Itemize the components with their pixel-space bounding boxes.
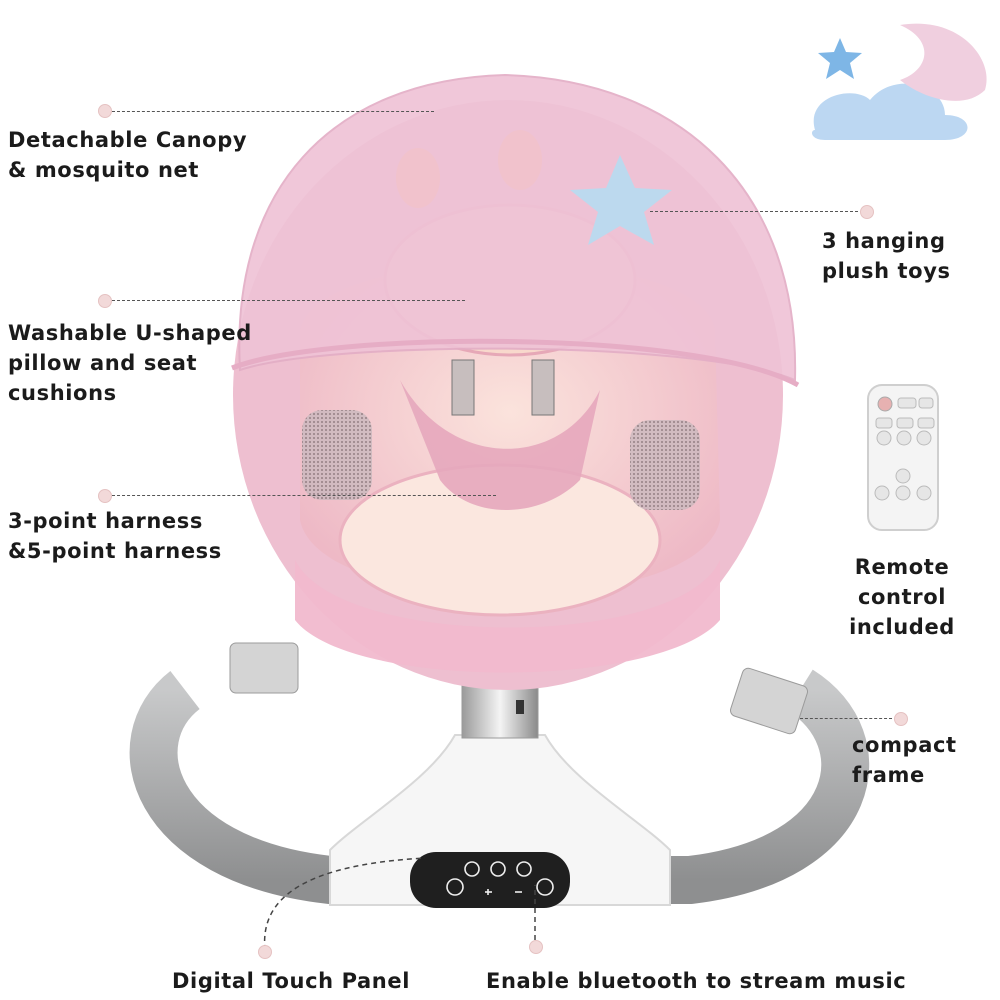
bluetooth-label: Enable bluetooth to stream music	[486, 966, 906, 996]
frame-end-cap-right	[729, 667, 809, 735]
toys-label-line-1: 3 hanging	[822, 229, 946, 253]
harness	[400, 380, 600, 510]
panel-label: Digital Touch Panel	[172, 966, 410, 996]
pillow-label-line-2: pillow and seat	[8, 351, 198, 375]
panel-connector	[263, 857, 426, 951]
toys-label: 3 hanging plush toys	[822, 226, 951, 286]
harness-label-line-1: 3-point harness	[8, 509, 203, 533]
canopy	[238, 73, 797, 382]
canopy-callout-line	[112, 111, 434, 112]
canopy-label-line-2: & mosquito net	[8, 158, 200, 182]
remote-label-line-2: included	[849, 615, 955, 639]
frame-end-cap-left	[229, 642, 299, 694]
pillow-label-line-3: cushions	[8, 381, 117, 405]
remote-control	[867, 384, 939, 531]
pillow-callout-line	[112, 300, 465, 301]
harness-label: 3-point harness &5-point harness	[8, 506, 222, 566]
toys-label-line-2: plush toys	[822, 259, 951, 283]
toys-callout-dot	[860, 205, 874, 219]
remote-label-line-1: Remote control	[854, 555, 950, 609]
toys-callout-line	[650, 211, 858, 212]
remote-label: Remote control included	[810, 552, 994, 642]
bluetooth-label-line-1: Enable bluetooth to stream music	[486, 969, 907, 993]
harness-label-line-2: &5-point harness	[8, 539, 222, 563]
harness-callout-line	[112, 495, 496, 496]
frame-label-line-1: compact	[852, 733, 957, 757]
star-toy	[570, 155, 672, 245]
frame-label: compact frame	[852, 730, 957, 790]
canopy-label: Detachable Canopy & mosquito net	[8, 125, 247, 185]
canopy-callout-dot	[98, 104, 112, 118]
canopy-label-line-1: Detachable Canopy	[8, 128, 248, 152]
harness-callout-dot	[98, 489, 112, 503]
decor-moon-cloud	[812, 23, 987, 140]
pillow-label-line-1: Washable U-shaped	[8, 321, 252, 345]
frame-callout-line	[800, 718, 892, 719]
frame-label-line-2: frame	[852, 763, 925, 787]
pillow-label: Washable U-shaped pillow and seat cushio…	[8, 318, 252, 408]
touch-panel-svg	[410, 852, 570, 908]
frame-callout-dot	[894, 712, 908, 726]
panel-label-line-1: Digital Touch Panel	[172, 969, 410, 993]
base-pedestal	[329, 734, 671, 906]
bluetooth-callout-dot	[529, 940, 543, 954]
panel-callout-dot	[258, 945, 272, 959]
pillow-callout-dot	[98, 294, 112, 308]
